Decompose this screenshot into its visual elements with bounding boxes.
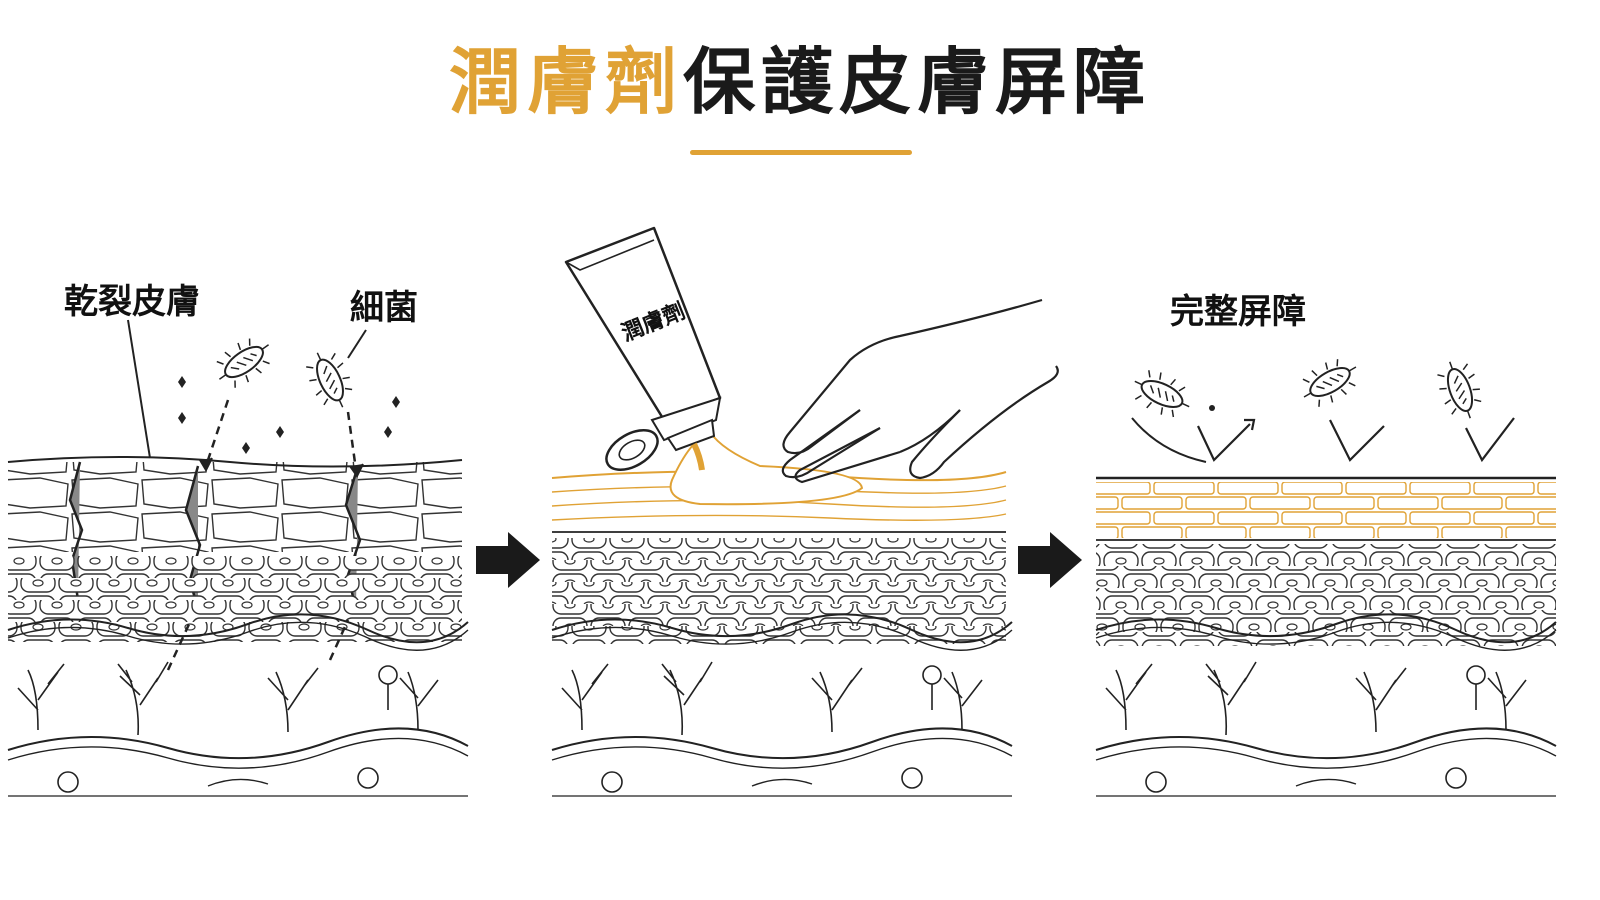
panel-intact-barrier — [1095, 349, 1557, 797]
arrow-right-icon — [476, 532, 540, 588]
bacteria-icon — [299, 343, 361, 417]
bacteria-icon — [1430, 354, 1490, 426]
title-underline — [690, 150, 912, 155]
label-cracked-skin: 乾裂皮膚 — [64, 282, 200, 322]
label-intact-barrier: 完整屏障 — [1170, 292, 1306, 332]
cream-tube-icon — [564, 226, 722, 471]
hand-icon — [781, 298, 1059, 484]
page-title: 潤膚劑保護皮膚屏障 — [0, 32, 1600, 132]
panel-applying-cream — [551, 226, 1059, 797]
panel-cracked-skin — [7, 319, 469, 797]
title-accent: 潤膚劑 — [448, 40, 683, 124]
bacteria-icon — [207, 328, 281, 396]
arrow-right-icon — [1018, 532, 1082, 588]
title-main: 保護皮膚屏障 — [683, 40, 1152, 124]
bacteria-icon — [1293, 349, 1367, 415]
bacteria-icon — [1125, 363, 1199, 425]
label-bacteria: 細菌 — [350, 288, 418, 328]
